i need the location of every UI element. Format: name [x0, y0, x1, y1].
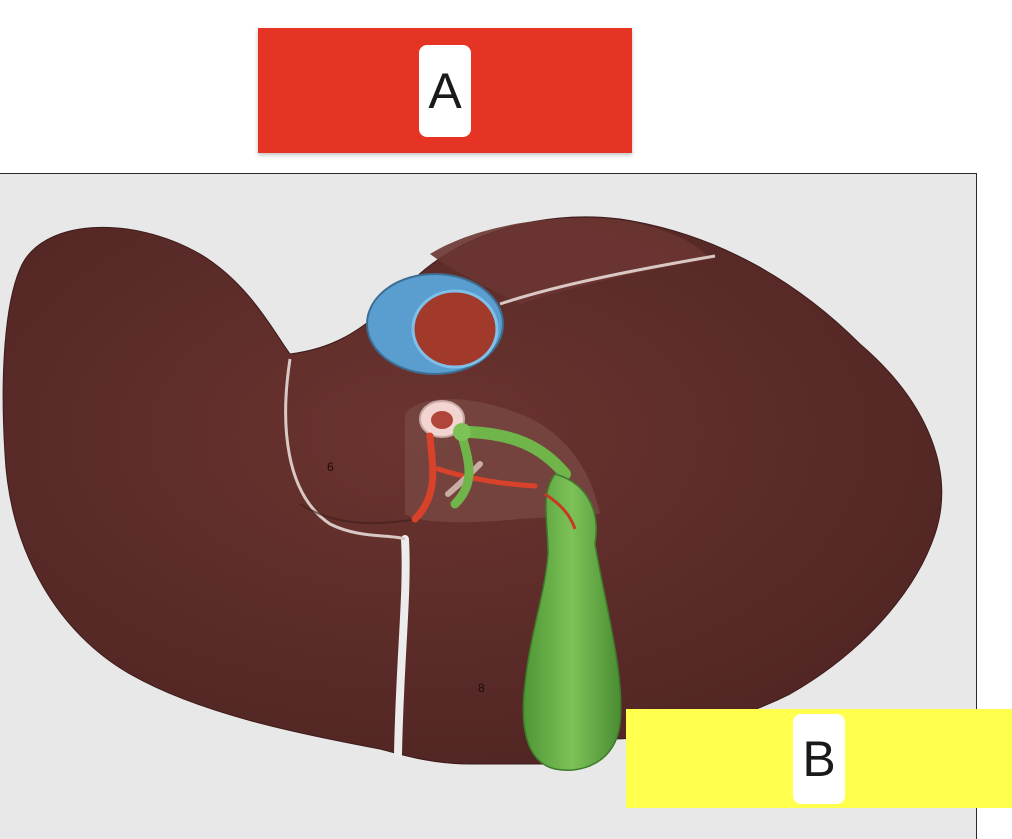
label-b-tag: B	[793, 713, 845, 804]
hepatic-artery-branch	[435, 466, 538, 489]
segment-mark-6: 6	[327, 460, 334, 474]
liver-model-photo: 6 8	[0, 173, 977, 839]
coronary-ligament	[499, 254, 716, 306]
label-a-tag: A	[419, 44, 471, 137]
portal-vein-lumen	[431, 411, 453, 429]
cystic-artery	[544, 492, 577, 530]
label-box-b: B	[626, 709, 1012, 808]
falciform-ligament	[394, 535, 410, 758]
hepatic-artery	[411, 432, 437, 523]
label-box-a: A	[258, 28, 632, 153]
quadrate-lobe-edge	[299, 503, 421, 525]
bile-duct-end	[453, 423, 471, 441]
inferior-vena-cava-inner	[411, 289, 499, 369]
cystic-duct	[464, 426, 571, 480]
segment-mark-8: 8	[478, 681, 485, 695]
bare-area	[430, 218, 710, 304]
gallbladder	[522, 473, 622, 771]
common-bile-duct	[450, 431, 474, 509]
